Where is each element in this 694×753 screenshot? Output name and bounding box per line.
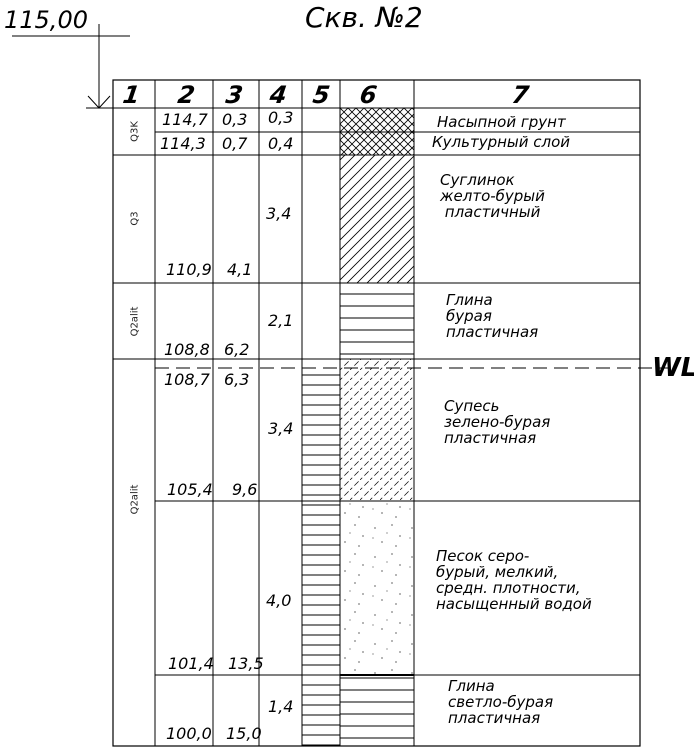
- column-header-5: 5: [311, 81, 332, 109]
- column-header-7: 7: [510, 81, 531, 109]
- layer-3-thickness: 3,4: [266, 204, 292, 223]
- layer-6-description: Песок серо- бурый, мелкий, средн. плотно…: [436, 547, 592, 613]
- layer-2-thickness: 0,4: [268, 134, 294, 153]
- layer-5-bottom-depth: 9,6: [232, 480, 258, 499]
- age-label-q3k: Q3K: [129, 121, 141, 142]
- layer-4-thickness: 2,1: [268, 311, 294, 330]
- layer-7-description: Глина светло-бурая пластичная: [448, 677, 554, 727]
- layer-5-bottom-elevation: 105,4: [167, 480, 213, 499]
- age-label-q2alit-lower: Q2alit: [129, 484, 141, 515]
- ground-elevation-mark: 115,00: [4, 6, 88, 34]
- page-title: Скв. №2: [305, 1, 423, 34]
- layer-4-bottom-elevation: 108,8: [164, 340, 210, 359]
- column-header-6: 6: [358, 81, 379, 109]
- layer-5-top-elevation: 108,7: [164, 370, 210, 389]
- column-header-1: 1: [121, 81, 142, 109]
- layer-1-description: Насыпной грунт: [437, 113, 566, 131]
- column-header-4: 4: [268, 81, 289, 109]
- layer-3-description: Суглинок желто-бурый пластичный: [440, 171, 545, 221]
- layer-7-thickness: 1,4: [268, 697, 294, 716]
- layer-5-thickness: 3,4: [268, 419, 294, 438]
- column-header-3: 3: [224, 81, 245, 109]
- layer-6-thickness: 4,0: [266, 591, 292, 610]
- layer-6-bottom-depth: 13,5: [228, 654, 264, 673]
- layer-2-description: Культурный слой: [432, 133, 571, 151]
- layer-4-description: Глина бурая пластичная: [446, 291, 539, 341]
- layer-2-elevation: 114,3: [160, 134, 206, 153]
- layer-2-depth: 0,7: [222, 134, 248, 153]
- layer-4-bottom-depth: 6,2: [224, 340, 250, 359]
- layer-1-elevation: 114,7: [162, 110, 208, 129]
- layer-3-bottom-elevation: 110,9: [166, 260, 212, 279]
- layer-6-bottom-elevation: 101,4: [168, 654, 214, 673]
- layer-7-bottom-elevation: 100,0: [166, 724, 212, 743]
- water-level-label: WL: [652, 353, 694, 383]
- layer-3-bottom-depth: 4,1: [227, 260, 253, 279]
- age-label-q3: Q3: [129, 211, 141, 226]
- layer-1-thickness: 0,3: [268, 108, 294, 127]
- layer-5-description: Супесь зелено-бурая пластичная: [444, 397, 551, 447]
- age-label-q2alit-upper: Q2alit: [129, 306, 141, 337]
- layer-5-top-depth: 6,3: [224, 370, 250, 389]
- column-header-2: 2: [176, 81, 197, 109]
- layer-1-depth: 0,3: [222, 110, 248, 129]
- layer-7-bottom-depth: 15,0: [226, 724, 262, 743]
